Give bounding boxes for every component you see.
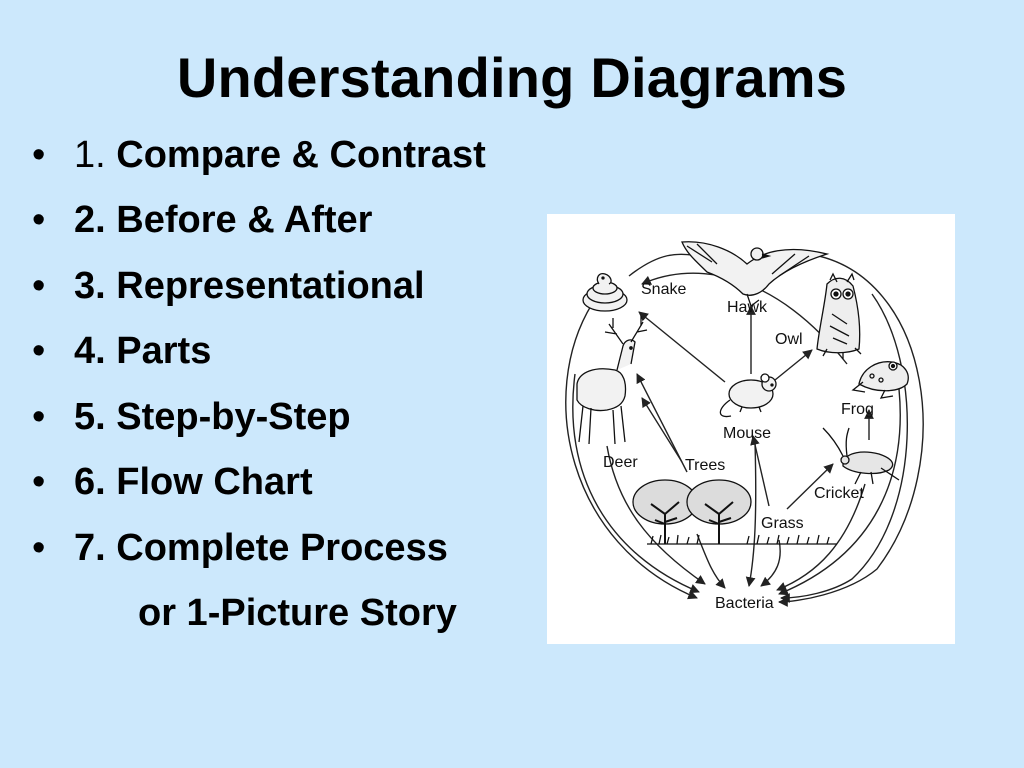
bullet-dot-icon: •	[32, 199, 46, 241]
arrow-cricket-bacteria	[776, 483, 866, 592]
bullet-number: 6.	[74, 461, 106, 503]
bullet-text: Before & After	[116, 199, 373, 241]
arrow-mouse-bacteria	[745, 441, 757, 587]
bullet-text: Flow Chart	[116, 461, 313, 503]
label-cricket: Cricket	[814, 485, 864, 502]
deer-icon	[576, 316, 648, 445]
snake-icon	[582, 272, 628, 312]
arrow-owl-bacteria-right	[780, 293, 908, 603]
arrow-frog-bacteria-right	[778, 388, 901, 596]
bullet-text: Complete Process	[116, 527, 448, 569]
owl-icon	[816, 272, 862, 359]
bullet-text: Step-by-Step	[116, 396, 351, 438]
label-trees: Trees	[685, 457, 725, 474]
bullet-dot-icon: •	[32, 461, 46, 503]
label-owl: Owl	[775, 331, 803, 348]
bullet-number: 4.	[74, 330, 106, 372]
bullet-number: 1.	[74, 134, 106, 176]
arrow-hawk-bacteria-right	[778, 253, 924, 607]
bullet-item: • 3. Representational	[32, 261, 425, 311]
frog-icon	[851, 361, 909, 399]
cricket-icon	[822, 427, 900, 485]
arrow-deer-bacteria-left	[572, 373, 700, 594]
food-web-diagram: Snake Hawk Owl Frog Mouse Deer Trees Cri…	[547, 214, 955, 644]
arrow-snake-bacteria-left	[565, 303, 698, 600]
arrow-grass-cricket	[786, 463, 834, 510]
arrow-trees-mouse	[641, 397, 683, 463]
bullet-item: • 5. Step-by-Step	[32, 392, 351, 442]
label-hawk: Hawk	[727, 299, 768, 316]
bullet-item: • 4. Parts	[32, 326, 211, 376]
arrow-mouse-snake	[638, 311, 726, 383]
slide-title: Understanding Diagrams	[176, 46, 848, 109]
label-mouse: Mouse	[723, 425, 771, 442]
bullet-dot-icon: •	[32, 134, 46, 176]
trees-icon	[632, 479, 752, 544]
bullet-continuation: or 1-Picture Story	[138, 592, 457, 634]
label-deer: Deer	[603, 454, 638, 471]
arrow-grass-bacteria	[760, 539, 781, 587]
bullet-text: Parts	[116, 330, 212, 372]
arrow-mouse-owl	[774, 349, 813, 381]
bullet-number: 5.	[74, 396, 106, 438]
bullet-dot-icon: •	[32, 396, 46, 438]
bullet-number: 2.	[74, 199, 106, 241]
bullet-item: • 6. Flow Chart	[32, 457, 313, 507]
bullet-dot-icon: •	[32, 330, 46, 372]
label-frog: Frog	[841, 401, 874, 418]
bullet-list: • 1. Compare & Contrast • 2. Before & Afte…	[32, 130, 486, 634]
mouse-icon	[719, 373, 777, 418]
bullet-dot-icon: •	[32, 265, 46, 307]
arrow-trees-bacteria	[696, 533, 726, 589]
bullet-dot-icon: •	[32, 527, 46, 569]
hawk-icon	[681, 241, 830, 308]
food-web-svg: Snake Hawk Owl Frog Mouse Deer Trees Cri…	[565, 241, 924, 612]
label-bacteria: Bacteria	[715, 595, 774, 612]
bullet-number: 3.	[74, 265, 106, 307]
bullet-text: Compare & Contrast	[116, 134, 486, 176]
bullet-item: • 1. Compare & Contrast	[32, 130, 486, 180]
bullet-text: Representational	[116, 265, 425, 307]
bullet-number: 7.	[74, 527, 106, 569]
bullet-item: • 7. Complete Process	[32, 523, 448, 573]
arrow-deer-trees	[606, 445, 706, 585]
grass-icon	[647, 534, 837, 545]
label-snake: Snake	[641, 281, 686, 298]
label-grass: Grass	[761, 515, 804, 532]
bullet-item: • 2. Before & After	[32, 195, 372, 245]
